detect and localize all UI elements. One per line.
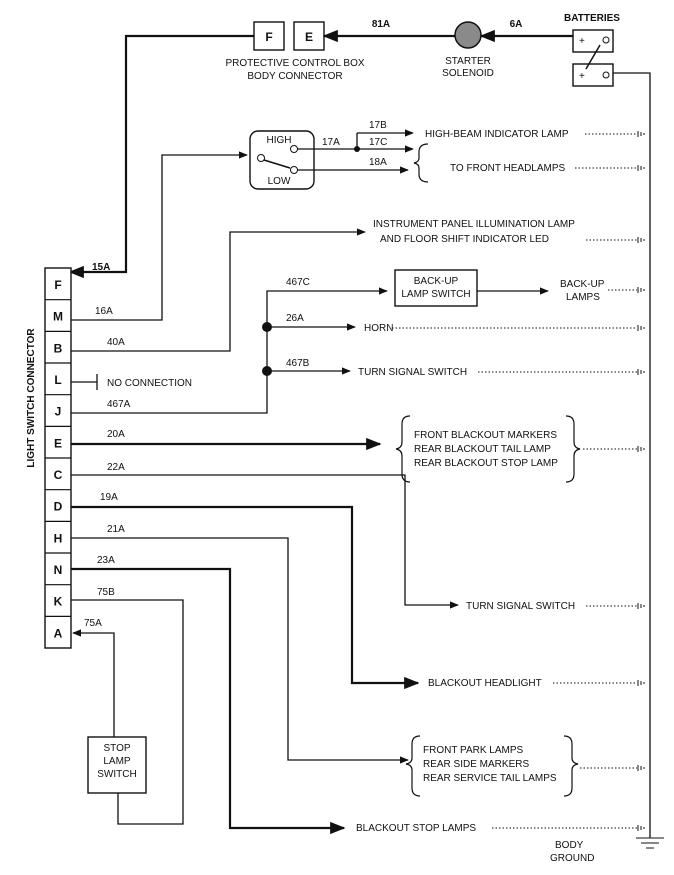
starter-solenoid-icon xyxy=(454,21,482,49)
wire-label-467c: 467C xyxy=(286,277,310,288)
protective-box-label-line2: BODY CONNECTOR xyxy=(247,71,342,82)
stop-switch-line3: SWITCH xyxy=(97,769,136,780)
wire-label-26a: 26A xyxy=(286,313,304,324)
wire-label-75a: 75A xyxy=(84,618,102,629)
no-connection-label: NO CONNECTION xyxy=(107,378,192,389)
pin-b: B xyxy=(54,341,63,355)
load-turn-signal-switch-1: TURN SIGNAL SWITCH xyxy=(358,367,467,378)
wire-label-18a: 18A xyxy=(369,157,387,168)
dimmer-switch-icon xyxy=(249,130,315,190)
dimmer-high-label: HIGH xyxy=(267,135,292,146)
stop-lamp-switch xyxy=(87,736,147,794)
pin-a: A xyxy=(54,626,63,640)
ground-taps xyxy=(637,131,645,831)
pin-d: D xyxy=(54,500,63,514)
load-blackout-headlight: BLACKOUT HEADLIGHT xyxy=(428,678,542,689)
load-ip-lamp-line2: AND FLOOR SHIFT INDICATOR LED xyxy=(380,234,549,245)
protective-box-pin-e xyxy=(293,21,325,51)
wire-label-17b: 17B xyxy=(369,120,387,131)
wire-label-19a: 19A xyxy=(100,492,118,503)
pin-j: J xyxy=(55,405,62,419)
pin-c: C xyxy=(54,468,63,482)
wire-label-21a: 21A xyxy=(107,524,125,535)
pin-k: K xyxy=(54,595,63,609)
wire-label-20a: 20A xyxy=(107,429,125,440)
wire-label-22a: 22A xyxy=(107,462,125,473)
backup-switch-line2: LAMP SWITCH xyxy=(401,289,470,300)
protective-box-label-line1: PROTECTIVE CONTROL BOX xyxy=(225,58,364,69)
battery-icon: + + xyxy=(572,29,614,87)
load-blackout-markers-1: FRONT BLACKOUT MARKERS xyxy=(414,430,557,441)
svg-text:+: + xyxy=(579,36,585,47)
pin-f: F xyxy=(54,278,61,292)
wire-label-17a: 17A xyxy=(322,137,340,148)
wire-label-40a: 40A xyxy=(107,337,125,348)
load-park-lamps-1: FRONT PARK LAMPS xyxy=(423,745,524,756)
wire-label-467a: 467A xyxy=(107,399,131,410)
backup-switch-line1: BACK-UP xyxy=(414,276,459,287)
pin-l: L xyxy=(54,373,61,387)
load-blackout-markers-2: REAR BLACKOUT TAIL LAMP xyxy=(414,444,551,455)
stop-switch-line1: STOP xyxy=(103,743,130,754)
wire-label-17c: 17C xyxy=(369,137,387,148)
load-park-lamps-3: REAR SERVICE TAIL LAMPS xyxy=(423,773,557,784)
pin-e: E xyxy=(54,436,62,450)
wire-label-467b: 467B xyxy=(286,358,310,369)
load-front-headlamps: TO FRONT HEADLAMPS xyxy=(450,163,566,174)
stop-switch-line2: LAMP xyxy=(103,756,131,767)
body-ground-line2: GROUND xyxy=(550,853,594,864)
wire-label-6a: 6A xyxy=(510,19,523,30)
load-high-beam: HIGH-BEAM INDICATOR LAMP xyxy=(425,129,569,140)
wire-label-15a: 15A xyxy=(92,262,110,273)
load-blackout-stop: BLACKOUT STOP LAMPS xyxy=(356,823,476,834)
load-backup-lamps-line2: LAMPS xyxy=(566,292,600,303)
body-ground-icon xyxy=(636,837,664,849)
load-blackout-markers-3: REAR BLACKOUT STOP LAMP xyxy=(414,458,558,469)
load-ip-lamp-line1: INSTRUMENT PANEL ILLUMINATION LAMP xyxy=(373,219,575,230)
protective-box-pin-e-label: E xyxy=(305,30,313,44)
batteries-label: BATTERIES xyxy=(564,13,620,24)
svg-text:+: + xyxy=(579,71,585,82)
load-backup-lamps-line1: BACK-UP xyxy=(560,279,605,290)
wire-label-16a: 16A xyxy=(95,306,113,317)
wire-label-75b: 75B xyxy=(97,587,115,598)
body-ground-line1: BODY xyxy=(555,840,584,851)
dimmer-low-label: LOW xyxy=(268,176,291,187)
connector-pins: F M B L J E C D H N K A xyxy=(45,278,71,640)
load-turn-signal-switch-2: TURN SIGNAL SWITCH xyxy=(466,601,575,612)
starter-label-line2: SOLENOID xyxy=(442,68,494,79)
wire-label-81a: 81A xyxy=(372,19,390,30)
connector-label: LIGHT SWITCH CONNECTOR xyxy=(26,328,37,468)
backup-lamp-switch xyxy=(394,269,478,307)
starter-label-line1: STARTER xyxy=(445,56,491,67)
pin-h: H xyxy=(54,531,63,545)
wire-label-23a: 23A xyxy=(97,555,115,566)
load-park-lamps-2: REAR SIDE MARKERS xyxy=(423,759,529,770)
protective-box-pin-f-label: F xyxy=(265,30,272,44)
pin-n: N xyxy=(54,563,63,577)
load-horn: HORN xyxy=(364,323,393,334)
pin-m: M xyxy=(53,310,63,324)
